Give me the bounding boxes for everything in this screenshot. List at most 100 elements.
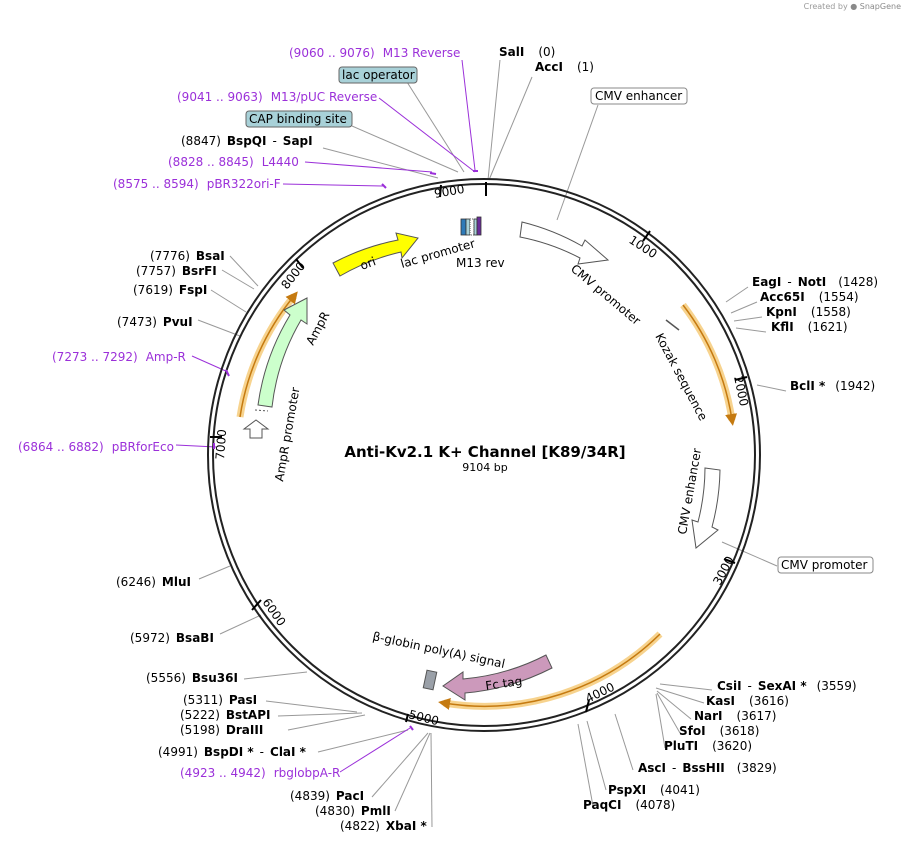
primer-markers [213,170,478,731]
enzyme-pasi: PasI [229,693,257,707]
enzyme-paqci-pos: (4078) [635,798,675,812]
enzyme-mlui-pos: (6246) [116,575,156,589]
enzyme-bcli: BclI * [790,379,826,393]
enzyme-bspdi-pos: (4991) [158,745,198,759]
svg-text:(8828 .. 8845)L4440: (8828 .. 8845)L4440 [168,155,299,169]
enzyme-clai: ClaI * [270,745,307,759]
tick-8000: 8000 [278,259,308,292]
enzyme-acci-pos: (1) [577,60,594,74]
enzyme-bstapi: BstAPI [226,708,271,722]
label-polya-signal: β-globin poly(A) signal [371,629,506,671]
svg-text:(6246)MluI: (6246)MluI [116,575,191,589]
svg-text:(4839)PacI: (4839) PacI [290,789,364,803]
primer-l4440-range: (8828 .. 8845) [168,155,254,169]
enzyme-sexai: SexAI * [758,679,807,693]
enzyme-bsu36i: Bsu36I [192,671,238,685]
enzyme-sfoi-pos: (3618) [720,724,760,738]
enzyme-labels: SalI(0) AccI(1) EagI-NotI(1428) Acc65I(1… [116,45,878,833]
svg-text:KasI(3616): KasI(3616) [706,694,789,708]
label-m13-rev: M13 rev [456,256,505,270]
primer-m13-reverse-range: (9060 .. 9076) [289,46,375,60]
enzyme-kpni: KpnI [766,305,797,319]
fc-tag-arrow [442,654,553,701]
label-fc-tag: Fc tag [484,674,523,693]
enzyme-draiii: DraIII [226,723,263,737]
enzyme-pluti-pos: (3620) [712,739,752,753]
primer-m13puc-reverse-range: (9041 .. 9063) [177,90,263,104]
ori-arrow [332,232,419,277]
svg-text:AscI-BssHII(3829): AscI-BssHII(3829) [638,761,777,775]
lac-feature-cluster [460,216,482,236]
enzyme-bspqi: BspQI [227,134,267,148]
enzyme-acc65i-pos: (1554) [819,290,859,304]
ampr-promoter-dots [254,409,269,412]
svg-text:KpnI(1558): KpnI(1558) [766,305,851,319]
tick-2000: 2000 [731,375,751,408]
svg-text:(4991)BspDI *-ClaI *: (4991)BspDI *-ClaI * [158,745,307,759]
svg-text:(5972)BsaBI: (5972)BsaBI [130,631,214,645]
svg-text:(5556)Bsu36I: (5556)Bsu36I [146,671,238,685]
primer-pbrforeco-range: (6864 .. 6882) [18,440,104,454]
svg-text:(7776)BsaI: (7776)BsaI [150,249,225,263]
enzyme-noti: NotI [798,275,827,289]
enzyme-sali-pos: (0) [538,45,555,59]
enzyme-bstapi-pos: (5222) [180,708,220,722]
enzyme-kfli-pos: (1621) [808,320,848,334]
enzyme-bsshii-pos: (3829) [737,761,777,775]
label-cmv-enhancer-box: CMV enhancer [595,89,682,103]
svg-text:(4830)PmlI: (4830)PmlI [315,804,391,818]
primer-ampr-range: (7273 .. 7292) [52,350,138,364]
enzyme-sapi: SapI [283,134,313,148]
svg-text:(7473)PvuI: (7473)PvuI [117,315,193,329]
primer-labels: (9060 .. 9076)M13 Reverse (9041 .. 9063)… [18,46,460,780]
primer-m13puc-reverse-name: M13/pUC Reverse [271,90,378,104]
enzyme-paci: PacI [336,789,364,803]
svg-text:(6864 .. 6882)pBRforEco: (6864 .. 6882) pBRforEco [18,440,174,454]
label-ampr-promoter: AmpR promoter [272,386,302,482]
primer-pbr322ori-name: pBR322ori-F [207,177,281,191]
svg-text:(8575 .. 8594)pBR322ori-F: (8575 .. 8594)pBR322ori-F [113,177,281,191]
enzyme-bspqi-pos: (8847) [181,134,221,148]
enzyme-paci-pos: (4839) [290,789,330,803]
enzyme-sexai-pos: (3559) [817,679,857,693]
plasmid-name: Anti-Kv2.1 K+ Channel [K89/34R] [344,443,625,461]
label-ampr: AmpR [303,309,332,347]
highlight-arcs [236,291,738,710]
snapgene-credit: Created by ● SnapGene [803,2,901,11]
enzyme-fspi-pos: (7619) [133,283,173,297]
label-cap-binding-site: CAP binding site [249,112,347,126]
primer-leader-lines [175,59,476,773]
label-cmv-promoter-box: CMV promoter [781,558,868,572]
svg-text:SalI(0): SalI(0) [499,45,555,59]
svg-text:(7273 .. 7292)Amp-R: (7273 .. 7292)Amp-R [52,350,186,364]
enzyme-kasi-pos: (3616) [749,694,789,708]
enzyme-bsabi-pos: (5972) [130,631,170,645]
enzyme-pspxi-pos: (4041) [660,783,700,797]
primer-pbrforeco-name: pBRforEco [112,440,174,454]
enzyme-acci: AccI [535,60,563,74]
svg-text:PaqCI(4078): PaqCI (4078) [583,798,675,812]
enzyme-xbai: XbaI * [386,819,428,833]
enzyme-bcli-pos: (1942) [835,379,875,393]
enzyme-fspi: FspI [179,283,207,297]
svg-text:Acc65I(1554): Acc65I (1554) [760,290,859,304]
ampr-arrow [257,297,308,408]
enzyme-nari: NarI [694,709,723,723]
svg-text:(9041 .. 9063)M13/pUC Reverse: (9041 .. 9063) M13/pUC Reverse [177,90,377,104]
enzyme-acc65i: Acc65I [760,290,805,304]
enzyme-paqci: PaqCI [583,798,621,812]
enzyme-bsrfi-pos: (7757) [136,264,176,278]
enzyme-nari-pos: (3617) [737,709,777,723]
svg-text:BclI *(1942): BclI * (1942) [790,379,875,393]
enzyme-bsai-pos: (7776) [150,249,190,263]
svg-text:(4822)XbaI *: (4822)XbaI * [340,819,427,833]
enzyme-csii: CsiI [717,679,742,693]
snapgene-logo-icon: ● [850,2,858,11]
svg-text:CsiI-SexAI *(3559): CsiI-SexAI *(3559) [717,679,857,693]
enzyme-pvui: PvuI [163,315,193,329]
tick-9000: 9000 [433,182,466,201]
enzyme-asci: AscI [638,761,666,775]
polya-signal-box [422,669,438,691]
svg-text:(7619)FspI: (7619) FspI [133,283,207,297]
